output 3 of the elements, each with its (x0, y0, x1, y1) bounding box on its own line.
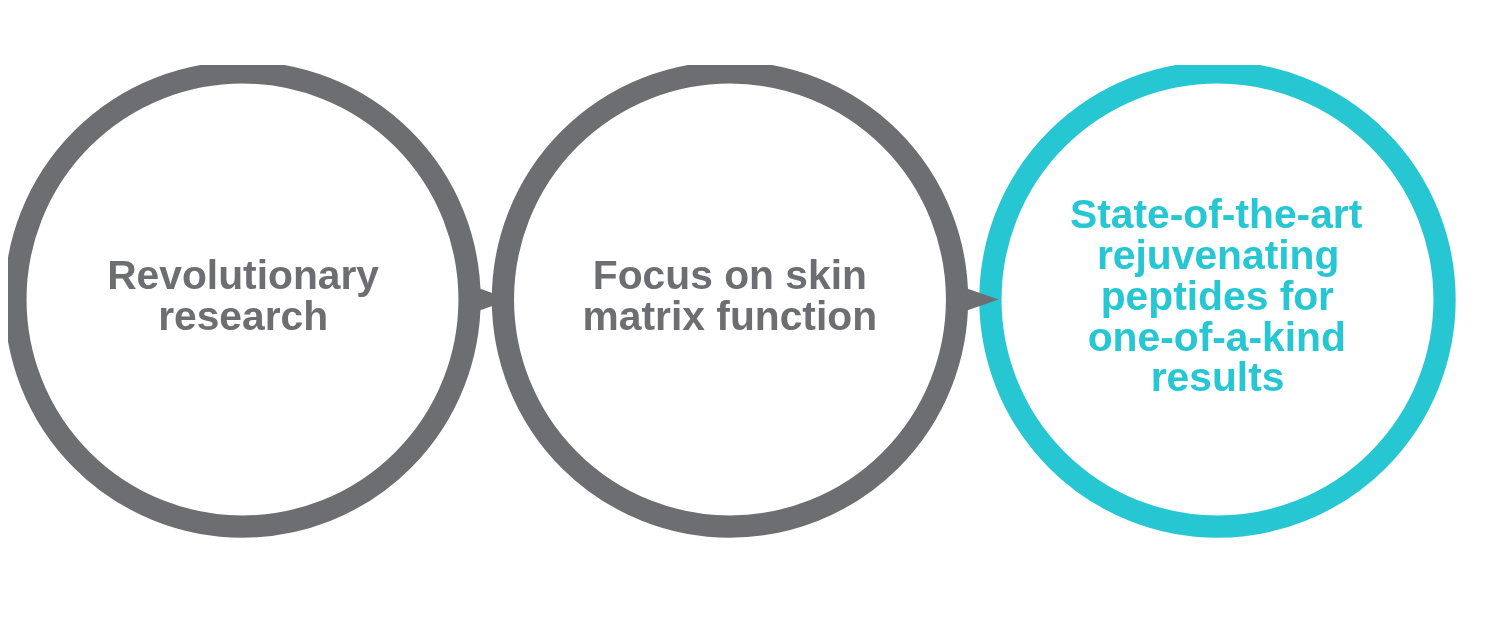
node-circle: State-of-the-art rejuvenating peptides for one-of-a-kind results (979, 64, 1456, 538)
node-circle: Revolutionary research (8, 64, 481, 538)
node-circle: Focus on skin matrix function (491, 64, 969, 538)
